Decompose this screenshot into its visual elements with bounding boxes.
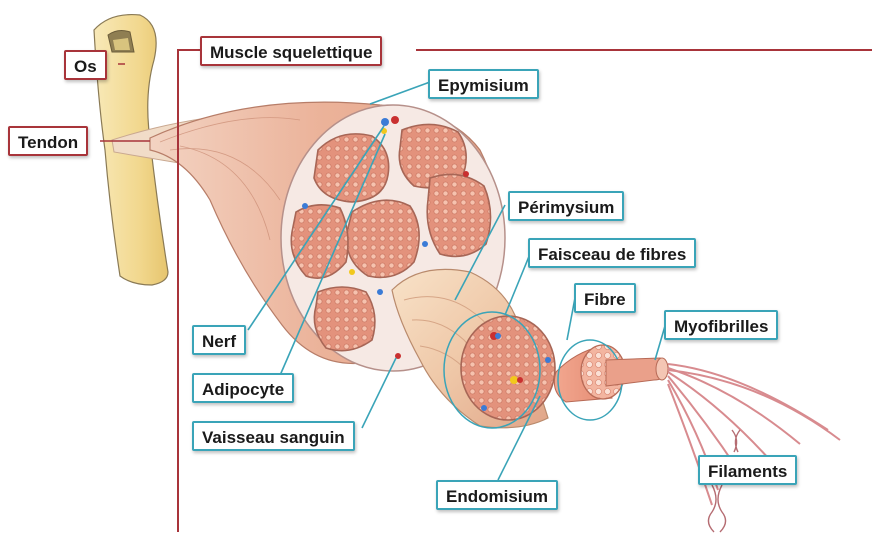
label-faisceau-de-fibres: Faisceau de fibres xyxy=(528,238,696,268)
label-fibre: Fibre xyxy=(574,283,636,313)
label-myofibrilles: Myofibrilles xyxy=(664,310,778,340)
label-epymisium: Epymisium xyxy=(428,69,539,99)
label-vaisseau-sanguin: Vaisseau sanguin xyxy=(192,421,355,451)
label-endomisium: Endomisium xyxy=(436,480,558,510)
label-tendon: Tendon xyxy=(8,126,88,156)
fascicle-cross-section xyxy=(461,316,555,420)
label-muscle-squelettique: Muscle squelettique xyxy=(200,36,382,66)
label-adipocyte: Adipocyte xyxy=(192,373,294,403)
label-nerf: Nerf xyxy=(192,325,246,355)
label-filaments: Filaments xyxy=(698,455,797,485)
label-os: Os xyxy=(64,50,107,80)
label-perimysium: Périmysium xyxy=(508,191,624,221)
